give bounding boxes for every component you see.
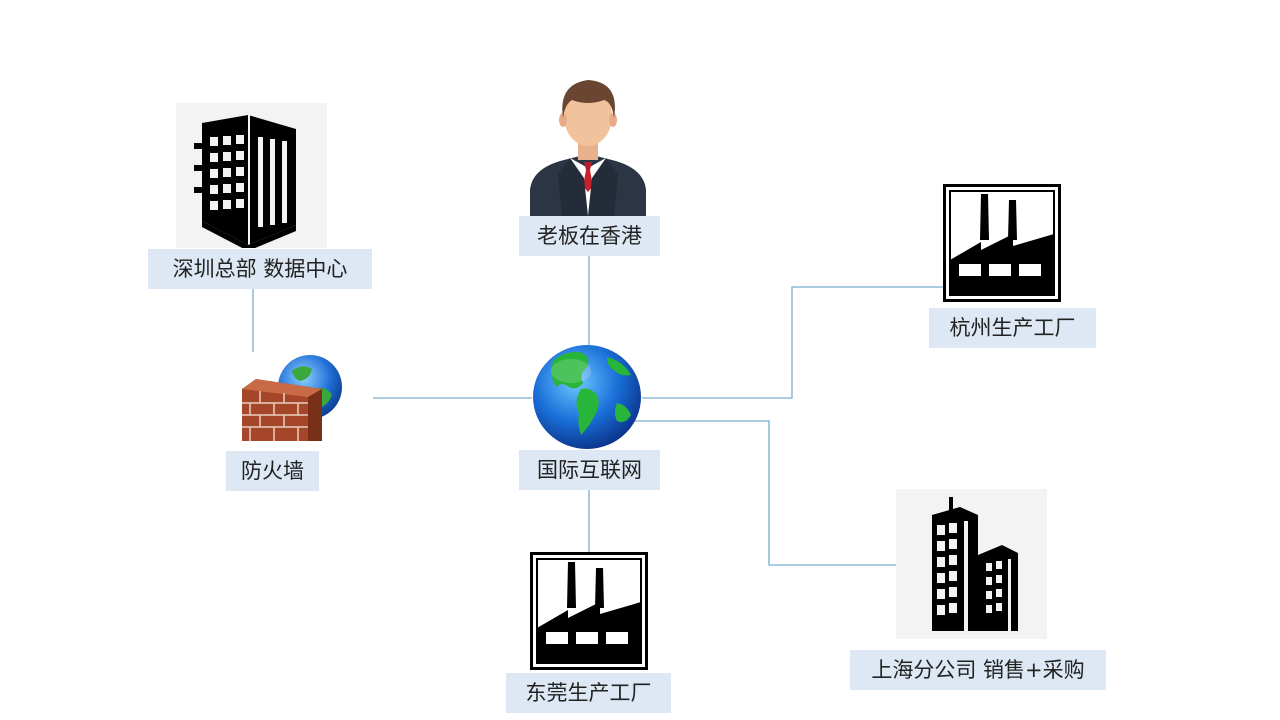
factory-icon [530,552,648,670]
factory-icon [943,184,1061,302]
hangzhou-label: 杭州生产工厂 [929,308,1096,348]
firewall-icon [240,353,344,441]
businessman-icon [528,78,648,216]
link-internet-hangzhou [642,286,943,399]
link-internet-shanghai [625,420,896,566]
firewall-label: 防火墙 [226,451,319,491]
dongguan-label: 东莞生产工厂 [506,673,671,713]
internet-label: 国际互联网 [519,450,660,490]
office-building-icon [176,103,327,251]
boss-label: 老板在香港 [519,216,660,256]
shanghai-label: 上海分公司 销售+采购 [850,650,1106,690]
high-rise-buildings-icon [896,489,1047,639]
shenzhen-label: 深圳总部 数据中心 [148,249,372,289]
globe-icon [531,343,643,451]
